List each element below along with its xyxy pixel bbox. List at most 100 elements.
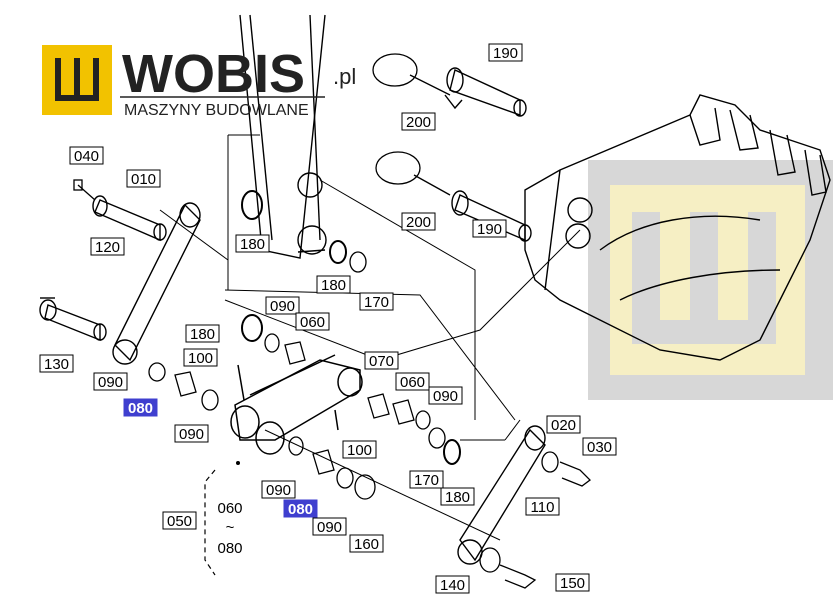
- part-label-box-p-100a[interactable]: [183, 348, 218, 367]
- h-link-050: [230, 354, 363, 455]
- part-number-p-100b[interactable]: 100: [347, 442, 372, 459]
- part-label-box-p-080b[interactable]: [283, 499, 318, 518]
- part-label-box-p-040[interactable]: [69, 146, 104, 165]
- part-number-p-150[interactable]: 150: [560, 575, 585, 592]
- part-number-p-090f[interactable]: 090: [317, 519, 342, 536]
- part-label-box-p-100b[interactable]: [342, 440, 377, 459]
- kit-range-separator: ~: [226, 519, 235, 536]
- part-number-p-060a[interactable]: 060: [300, 314, 325, 331]
- watermark-w-glyph: [632, 212, 776, 344]
- bucket: [524, 94, 831, 361]
- part-number-p-010[interactable]: 010: [131, 171, 156, 188]
- part-number-p-200a[interactable]: 200: [406, 114, 431, 131]
- part-label-box-p-030[interactable]: [582, 437, 617, 456]
- part-number-p-080a[interactable]: 080: [128, 400, 153, 417]
- part-number-p-070[interactable]: 070: [369, 353, 394, 370]
- logo-wordmark: WOBIS: [122, 44, 305, 104]
- part-number-p-060b[interactable]: 060: [400, 374, 425, 391]
- o-ring-180a: [241, 190, 263, 220]
- washers: [148, 251, 446, 500]
- bolt-030: [541, 451, 591, 487]
- kit-range-from: 060: [217, 500, 242, 517]
- part-number-p-040[interactable]: 040: [74, 148, 99, 165]
- part-number-p-080b[interactable]: 080: [288, 501, 313, 518]
- part-label-box-p-090c[interactable]: [428, 386, 463, 405]
- o-ring-180d: [443, 439, 461, 465]
- pin-200-top: [372, 53, 451, 96]
- part-number-p-100a[interactable]: 100: [188, 350, 213, 367]
- part-label-box-p-060a[interactable]: [295, 312, 330, 331]
- part-label-box-p-140[interactable]: [435, 575, 470, 594]
- part-label-box-p-160[interactable]: [349, 534, 384, 553]
- rings: [241, 190, 461, 465]
- part-label-box-p-180c[interactable]: [185, 324, 220, 343]
- guide-lines: [159, 134, 581, 541]
- bushings: [174, 341, 415, 475]
- part-label-box-p-090a[interactable]: [265, 296, 300, 315]
- logo-w-mark: [55, 58, 99, 101]
- grease-fitting-040: [73, 179, 96, 201]
- part-label-box-p-090f[interactable]: [312, 517, 347, 536]
- part-number-p-030[interactable]: 030: [587, 439, 612, 456]
- part-label-box-p-070[interactable]: [364, 351, 399, 370]
- part-label-box-p-090e[interactable]: [261, 480, 296, 499]
- part-label-box-p-010[interactable]: [126, 169, 161, 188]
- kit-range-to: 080: [217, 540, 242, 557]
- part-label-box-p-190a[interactable]: [488, 43, 523, 62]
- part-label-box-p-170b[interactable]: [409, 470, 444, 489]
- part-label-box-p-150[interactable]: [555, 573, 590, 592]
- part-number-p-120[interactable]: 120: [95, 239, 120, 256]
- part-number-p-090c[interactable]: 090: [433, 388, 458, 405]
- part-number-p-180b[interactable]: 180: [321, 277, 346, 294]
- part-labels: 190 200 040 010 180 200 190 120 180 170 090 180 060 1…: [39, 43, 617, 594]
- part-number-p-170a[interactable]: 170: [364, 294, 389, 311]
- part-label-box-p-060b[interactable]: [395, 372, 430, 391]
- pin-200-mid: [375, 151, 451, 196]
- o-ring-180c: [241, 314, 263, 342]
- brand-logo: WOBIS .pl MASZYNY BUDOWLANE: [42, 44, 356, 119]
- pin-130: [39, 297, 107, 342]
- part-label-box-p-180b[interactable]: [316, 275, 351, 294]
- part-label-box-p-190b[interactable]: [472, 219, 507, 238]
- part-label-box-p-200a[interactable]: [401, 112, 436, 131]
- logo-tagline: MASZYNY BUDOWLANE: [124, 102, 309, 119]
- part-number-p-090a[interactable]: 090: [270, 298, 295, 315]
- part-label-box-p-170a[interactable]: [359, 292, 394, 311]
- part-label-box-p-090d[interactable]: [174, 424, 209, 443]
- part-number-p-200b[interactable]: 200: [406, 214, 431, 231]
- part-label-box-p-020[interactable]: [546, 415, 581, 434]
- part-number-p-110[interactable]: 110: [531, 499, 555, 516]
- part-label-box-p-180d[interactable]: [440, 487, 475, 506]
- o-ring-180b: [329, 240, 347, 264]
- part-label-box-p-130[interactable]: [39, 354, 74, 373]
- part-number-p-180d[interactable]: 180: [445, 489, 470, 506]
- part-label-box-p-050[interactable]: [162, 511, 197, 530]
- part-number-p-170b[interactable]: 170: [414, 472, 439, 489]
- kit-bracket: [204, 469, 216, 576]
- part-number-p-130[interactable]: 130: [44, 356, 69, 373]
- logo-tld: .pl: [333, 64, 356, 89]
- pin-190-mid: [451, 190, 532, 242]
- part-number-p-190b[interactable]: 190: [477, 221, 502, 238]
- part-number-p-160[interactable]: 160: [354, 536, 379, 553]
- part-number-p-090e[interactable]: 090: [266, 482, 291, 499]
- part-number-p-180a[interactable]: 180: [240, 236, 265, 253]
- part-number-p-140[interactable]: 140: [440, 577, 465, 594]
- part-number-p-190a[interactable]: 190: [493, 45, 518, 62]
- part-number-p-180c[interactable]: 180: [190, 326, 215, 343]
- part-label-box-p-200b[interactable]: [401, 212, 436, 231]
- arm: [239, 14, 327, 259]
- watermark-logo: [588, 160, 833, 400]
- part-number-p-090b[interactable]: 090: [98, 374, 123, 391]
- part-label-box-p-180a[interactable]: [235, 234, 270, 253]
- kit-dot: [236, 461, 240, 465]
- part-number-p-020[interactable]: 020: [551, 417, 576, 434]
- part-number-p-050[interactable]: 050: [167, 513, 192, 530]
- bolt-150: [479, 547, 537, 589]
- part-label-box-p-090b[interactable]: [93, 372, 128, 391]
- part-label-box-p-080a[interactable]: [123, 398, 158, 417]
- part-number-p-090d[interactable]: 090: [179, 426, 204, 443]
- part-label-box-p-110[interactable]: [525, 497, 560, 516]
- part-label-box-p-120[interactable]: [90, 237, 125, 256]
